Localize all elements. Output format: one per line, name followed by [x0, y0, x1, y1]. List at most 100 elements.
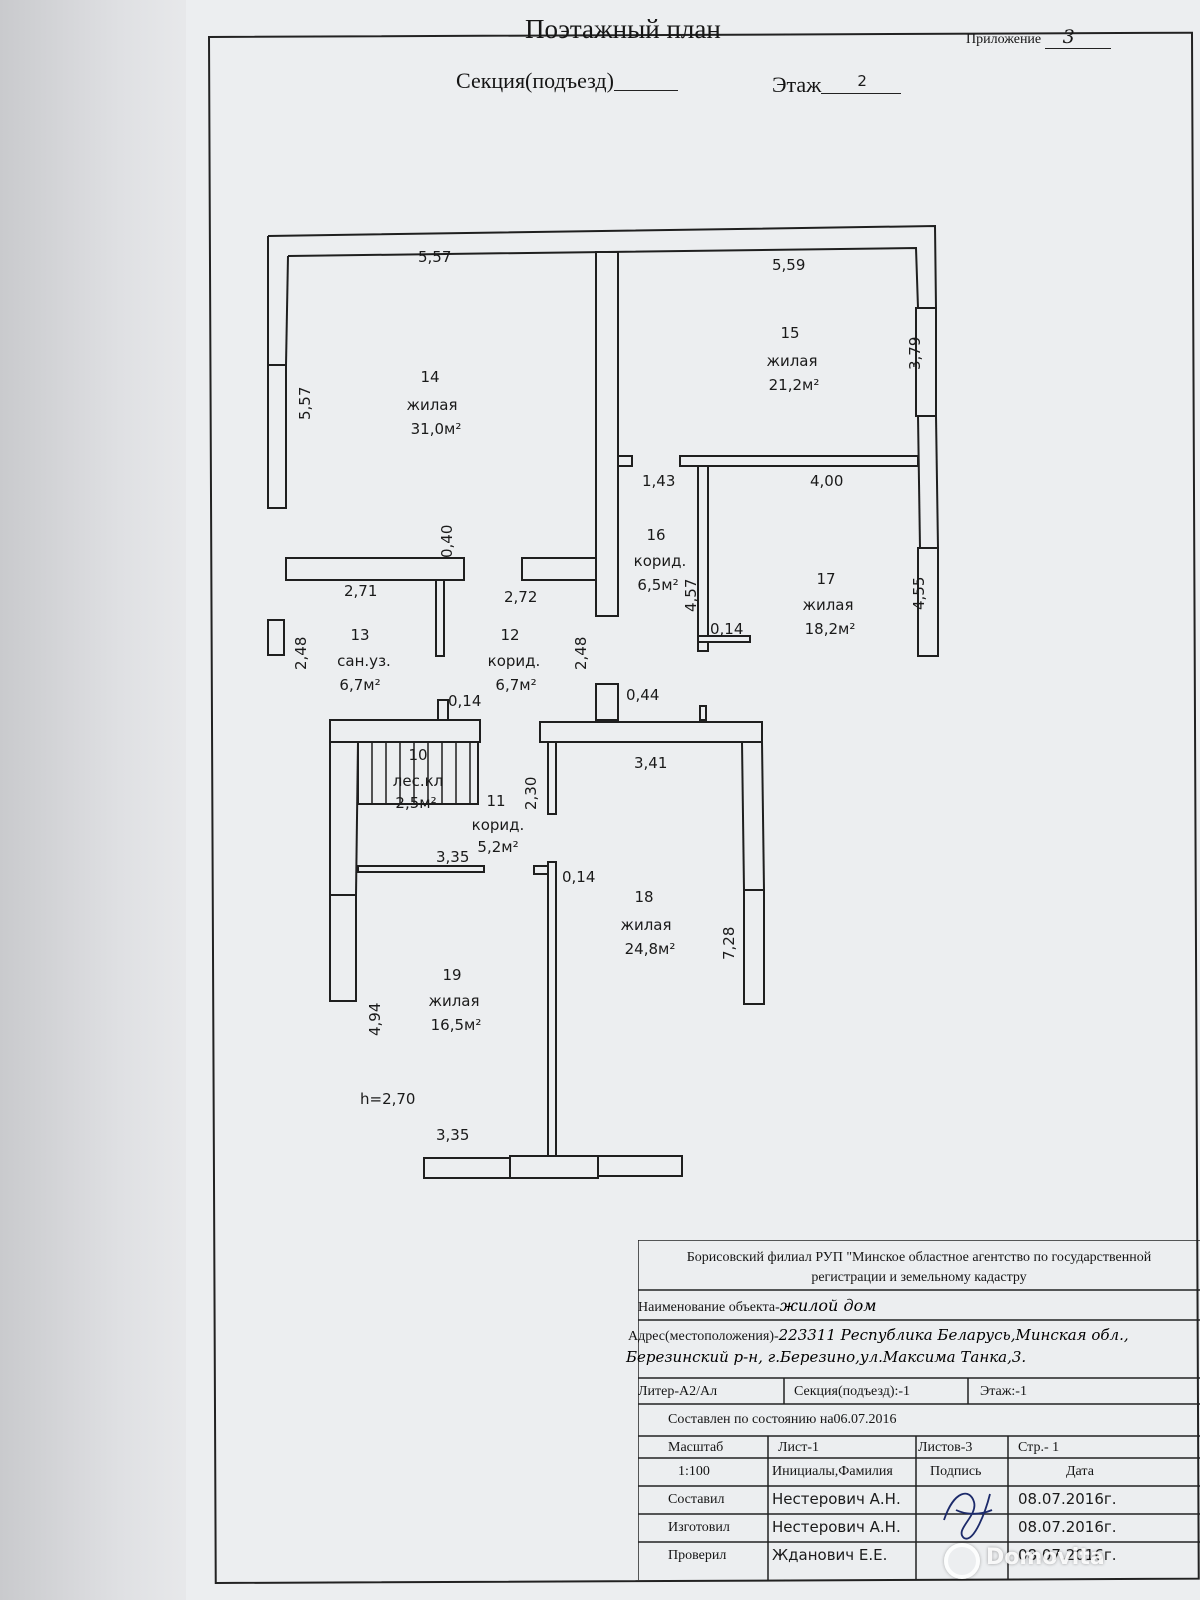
room-15-area: 21,2м² [769, 376, 820, 394]
stair-steps [371, 742, 471, 804]
section-label: Секция(подъезд) [456, 68, 678, 94]
partition-18-19 [547, 861, 557, 1157]
stub-4 [437, 699, 449, 721]
pier-south [509, 1155, 599, 1179]
dim-0-14-c: 0,14 [562, 868, 595, 886]
window-west-2 [267, 619, 285, 656]
stamp-address: Адрес(местоположения)-223311 Республика … [628, 1326, 1129, 1345]
dim-18-top: 3,41 [634, 754, 667, 772]
stamp-row-date: 08.07.2016г. [1018, 1546, 1117, 1564]
stamp-scale-label: Масштаб [668, 1440, 724, 1455]
inner-wall-top [287, 246, 919, 309]
dim-0-14-b: 0,14 [448, 692, 481, 710]
stamp-row-role: Изготовил [668, 1520, 730, 1535]
stamp-signature-label: Подпись [930, 1464, 982, 1479]
dim-13-top: 2,71 [344, 582, 377, 600]
room-13-number: 13 [350, 626, 369, 644]
stub-7 [547, 741, 557, 815]
partition-19-top [357, 865, 485, 873]
dim-12-right: 2,48 [572, 637, 590, 670]
stamp-object-label: Наименование объекта- [638, 1300, 780, 1315]
stub-5 [699, 705, 707, 721]
outer-east-wall [935, 415, 939, 549]
dim-13-left: 2,48 [292, 637, 310, 670]
window-west-3 [329, 894, 357, 1002]
section-label-text: Секция(подъезд) [456, 68, 614, 93]
room-16-type: корид. [634, 552, 687, 570]
partition-13-12 [435, 579, 445, 657]
stamp-address-line1: 223311 Республика Беларусь,Минская обл., [778, 1326, 1129, 1344]
stamp-state-date: Составлен по состоянию на06.07.2016 [668, 1412, 897, 1427]
dim-0-14-a: 0,14 [710, 620, 743, 638]
partition-12 [521, 557, 597, 581]
window-west-1 [267, 364, 287, 509]
partition-14-15 [595, 251, 619, 617]
stamp-page: Стр.- 1 [1018, 1440, 1060, 1455]
appendix-number: 3 [1044, 26, 1111, 49]
stamp-address-label: Адрес(местоположения)- [628, 1329, 779, 1344]
floor-label-text: Этаж [772, 72, 822, 97]
dim-0-40: 0,40 [438, 525, 456, 558]
room-15-number: 15 [780, 324, 799, 342]
dim-16-top: 1,43 [642, 472, 675, 490]
plan-title: Поэтажный план [525, 14, 721, 44]
stamp-initials-label: Инициалы,Фамилия [772, 1464, 893, 1479]
ledge-right [539, 721, 763, 743]
room-17-area: 18,2м² [805, 620, 856, 638]
room-11-number: 11 [486, 792, 505, 810]
domovita-logo-icon [944, 1543, 980, 1579]
partition-16-17 [697, 465, 709, 652]
stamp-object-value: жилой дом [779, 1296, 877, 1315]
dim-14-top: 5,57 [418, 248, 451, 266]
room-16-area: 6,5м² [637, 576, 678, 594]
dim-15-top: 5,59 [772, 256, 805, 274]
window-east-2 [917, 547, 939, 657]
stamp-sheets: Листов-3 [918, 1440, 973, 1455]
stub-1 [617, 455, 633, 467]
west-wall-inner [285, 255, 289, 366]
room-10-type: лес.кл [393, 772, 443, 790]
page-edge [0, 0, 200, 1600]
stamp-row-name: Нестерович А.Н. [772, 1518, 901, 1536]
room-18-area: 24,8м² [625, 940, 676, 958]
dim-17-top: 4,00 [810, 472, 843, 490]
document-sheet [186, 0, 1200, 1600]
room-16-number: 16 [646, 526, 665, 544]
floor-number: 2 [821, 72, 902, 94]
room-10-area: 2,5м² [395, 794, 436, 812]
room-12-area: 6,7м² [495, 676, 536, 694]
dim-11-side: 2,30 [522, 777, 540, 810]
outer-wall [267, 224, 937, 309]
room-17-number: 17 [816, 570, 835, 588]
title-block: Борисовский филиал РУП "Минское областно… [626, 1240, 1200, 1580]
room-19-area: 16,5м² [431, 1016, 482, 1034]
dim-19-bottom: 3,35 [436, 1126, 469, 1144]
room-15-type: жилая [766, 352, 817, 370]
ledge-left [329, 719, 481, 743]
window-east-1 [915, 307, 937, 417]
room-14-type: жилая [406, 396, 457, 414]
stamp-row-name: Нестерович А.Н. [772, 1490, 901, 1508]
stamp-row-date: 08.07.2016г. [1018, 1490, 1117, 1508]
room-17-type: жилая [802, 596, 853, 614]
room-13-area: 6,7м² [339, 676, 380, 694]
stamp-row-date: 08.07.2016г. [1018, 1518, 1117, 1536]
stamp-object: Наименование объекта-жилой дом [638, 1296, 876, 1316]
room-12-type: корид. [488, 652, 541, 670]
stamp-date-label: Дата [1066, 1464, 1094, 1479]
partition-14-13 [285, 557, 465, 581]
room-19-type: жилая [428, 992, 479, 1010]
appendix-label-text: Приложение [966, 32, 1042, 47]
room-18-number: 18 [634, 888, 653, 906]
ceiling-height: h=2,70 [360, 1090, 415, 1108]
stamp-scale-value: 1:100 [678, 1464, 710, 1479]
stair-box [357, 741, 479, 805]
stamp-row-role: Проверил [668, 1548, 727, 1563]
watermark-text: Domovita [986, 1545, 1105, 1570]
title-block-grid [638, 1240, 1200, 1580]
stamp-floor: Этаж:-1 [980, 1384, 1027, 1399]
stamp-address-line2: Березинский р-н, г.Березино,ул.Максима Т… [626, 1348, 1027, 1366]
inner-east-wall [917, 415, 921, 549]
signature-image [943, 1492, 993, 1540]
